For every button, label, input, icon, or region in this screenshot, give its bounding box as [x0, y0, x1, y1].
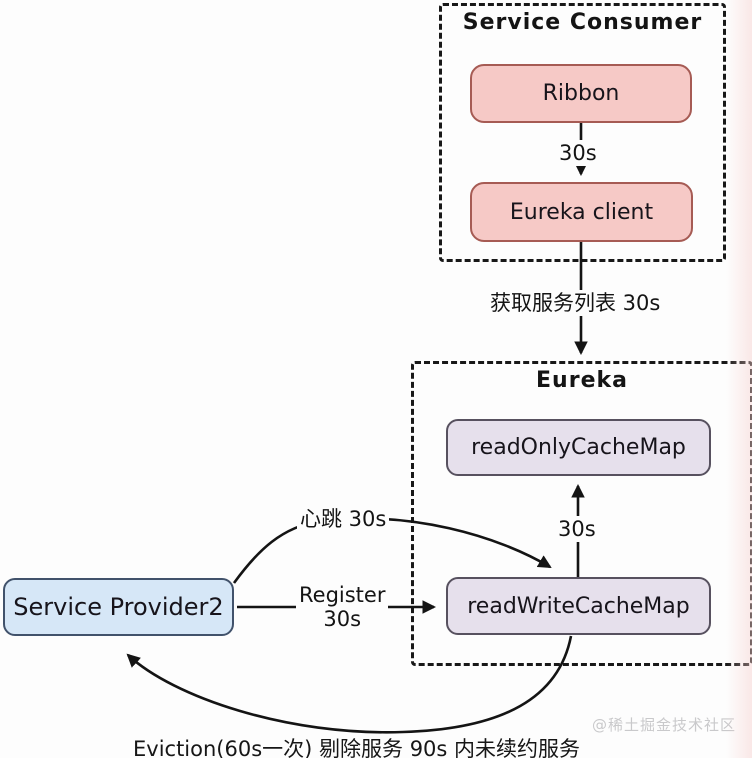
node-read-only-cache-map: readOnlyCacheMap: [446, 419, 711, 476]
node-ribbon: Ribbon: [470, 64, 692, 123]
watermark: @稀土掘金技术社区: [592, 716, 737, 734]
edge-label-eviction: Eviction(60s一次) 剔除服务 90s 内未续约服务: [133, 737, 581, 758]
eureka-group-title: Eureka: [536, 368, 628, 393]
node-eureka-client: Eureka client: [470, 182, 693, 242]
edge-label-ribbon-to-client: 30s: [556, 140, 600, 167]
node-read-write-cache-map: readWriteCacheMap: [446, 577, 711, 635]
edge-heartbeat: [232, 517, 552, 584]
edge-label-register-line2: 30s: [323, 607, 362, 632]
edge-label-register-line1: Register: [299, 583, 386, 607]
edge-label-register: Register 30s: [296, 582, 389, 633]
service-consumer-group-title: Service Consumer: [462, 10, 703, 35]
edge-label-fetch-service-list: 获取服务列表 30s: [487, 290, 664, 317]
edge-eviction: [126, 635, 573, 734]
edge-label-heartbeat: 心跳 30s: [297, 506, 390, 533]
node-service-provider2: Service Provider2: [3, 578, 234, 636]
service-consumer-group: Service Consumer: [439, 3, 726, 262]
edge-label-readwrite-to-readonly: 30s: [555, 516, 599, 543]
eureka-group: Eureka: [411, 361, 752, 666]
